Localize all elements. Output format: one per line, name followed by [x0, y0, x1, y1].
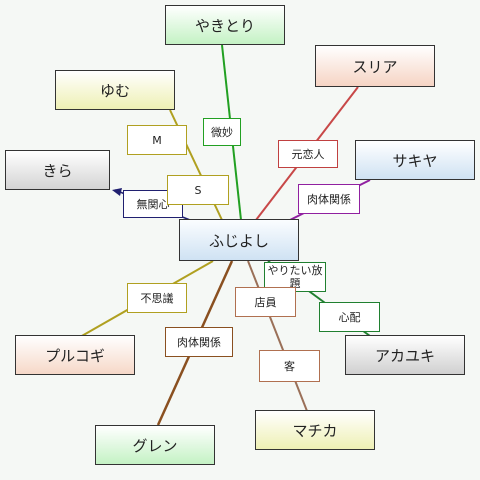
edge-label-text: M [152, 133, 162, 147]
edge-kira-arrow [112, 188, 122, 196]
node-label: アカユキ [374, 346, 435, 365]
edge-label-nikutai-sakiya: 肉体関係 [298, 184, 360, 214]
edge-label-text: S [194, 183, 202, 197]
edge-label-bimyou: 微妙 [203, 118, 241, 146]
node-fujiyoshi[interactable]: ふじよし [179, 219, 299, 261]
node-suria[interactable]: スリア [315, 45, 435, 87]
node-machika[interactable]: マチカ [255, 410, 375, 450]
node-yumu[interactable]: ゆむ [55, 70, 175, 110]
edge-label-s: S [167, 175, 229, 205]
edge-label-text: 客 [284, 359, 295, 373]
edge-label-fushigi: 不思議 [127, 283, 187, 313]
edge-label-text: 店員 [254, 295, 277, 309]
edge-machika [247, 260, 308, 412]
edge-label-text: やりたい放題 [267, 264, 323, 290]
edge-label-shinpai: 心配 [319, 302, 380, 332]
node-label: マチカ [292, 421, 338, 440]
node-purukogi[interactable]: プルコギ [15, 335, 135, 375]
edge-label-motokoi: 元恋人 [278, 140, 338, 168]
edge-label-text: 肉体関係 [177, 335, 221, 349]
edge-label-text: 心配 [338, 310, 361, 324]
edge-label-nikutai-guren: 肉体関係 [165, 327, 233, 357]
node-label: サキヤ [392, 151, 438, 170]
edge-label-text: 不思議 [140, 291, 174, 305]
node-label: やきとり [194, 16, 255, 35]
edge-label-m: M [127, 125, 187, 155]
node-label: きら [42, 161, 73, 180]
edge-label-tenin: 店員 [235, 287, 296, 317]
node-guren[interactable]: グレン [95, 425, 215, 465]
node-kira[interactable]: きら [5, 150, 110, 190]
node-label: ゆむ [99, 81, 130, 100]
node-sakiya[interactable]: サキヤ [355, 140, 475, 180]
edge-label-text: 肉体関係 [307, 192, 351, 206]
node-label: プルコギ [45, 346, 105, 365]
edge-label-text: 無関心 [136, 197, 170, 211]
node-akayuki[interactable]: アカユキ [345, 335, 465, 375]
node-label: グレン [132, 436, 178, 455]
edge-label-text: 元恋人 [291, 147, 325, 161]
edge-label-text: 微妙 [211, 125, 233, 139]
edge-label-kyaku: 客 [259, 350, 320, 382]
node-label: スリア [352, 57, 398, 76]
node-yakitori[interactable]: やきとり [165, 5, 285, 45]
node-label: ふじよし [208, 231, 269, 250]
